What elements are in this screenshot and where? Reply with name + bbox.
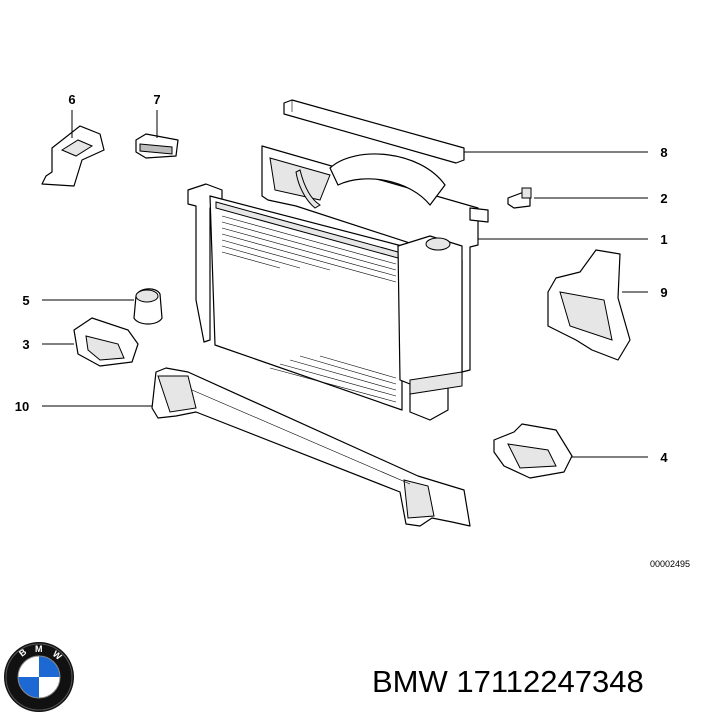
callout-3: 3 [22,337,29,352]
callout-1: 1 [660,232,667,247]
svg-text:M: M [35,644,43,654]
part-7-mount [135,133,179,159]
callout-6: 6 [68,92,75,107]
radiator-fins [221,215,397,403]
callout-5: 5 [22,293,29,308]
part-5-buffer [133,288,163,325]
reference-code: 00002495 [650,559,690,569]
part-2-clip [507,187,532,209]
part-3-bracket [73,317,139,367]
radiator [187,183,463,421]
callout-numbers: 6 7 8 2 1 9 5 3 10 4 [15,92,669,465]
leader-lines [42,110,648,458]
part-number-caption: BMW 17112247348 [372,664,644,699]
part-8-seal-strip [283,99,465,164]
callout-7: 7 [153,92,160,107]
svg-text:B: B [17,646,29,658]
part-6-bracket [41,125,105,187]
callout-10: 10 [15,399,29,414]
callout-8: 8 [660,145,667,160]
part-9-bracket [547,249,631,361]
callout-9: 9 [660,285,667,300]
callout-2: 2 [660,191,667,206]
bmw-roundel-icon: B M W [4,642,74,712]
part-10-crossmember [151,367,471,527]
part-4-bracket [493,423,573,479]
callout-4: 4 [660,450,668,465]
